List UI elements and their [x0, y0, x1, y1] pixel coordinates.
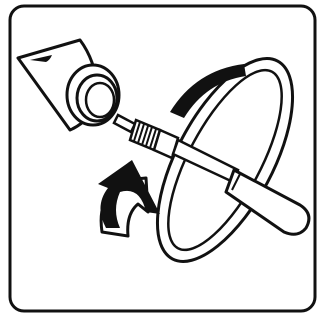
rotation-arrow-icon — [98, 160, 160, 238]
loop-inner-icon — [167, 68, 283, 252]
loop-outer-icon — [155, 57, 295, 263]
cone-tip-icon — [16, 38, 121, 132]
rotation-arrow-upper-icon — [170, 64, 246, 118]
rotation-loop — [155, 57, 295, 263]
rod-handle-icon — [171, 138, 311, 236]
threaded-connector-icon — [112, 113, 180, 160]
panel-border — [8, 4, 317, 313]
